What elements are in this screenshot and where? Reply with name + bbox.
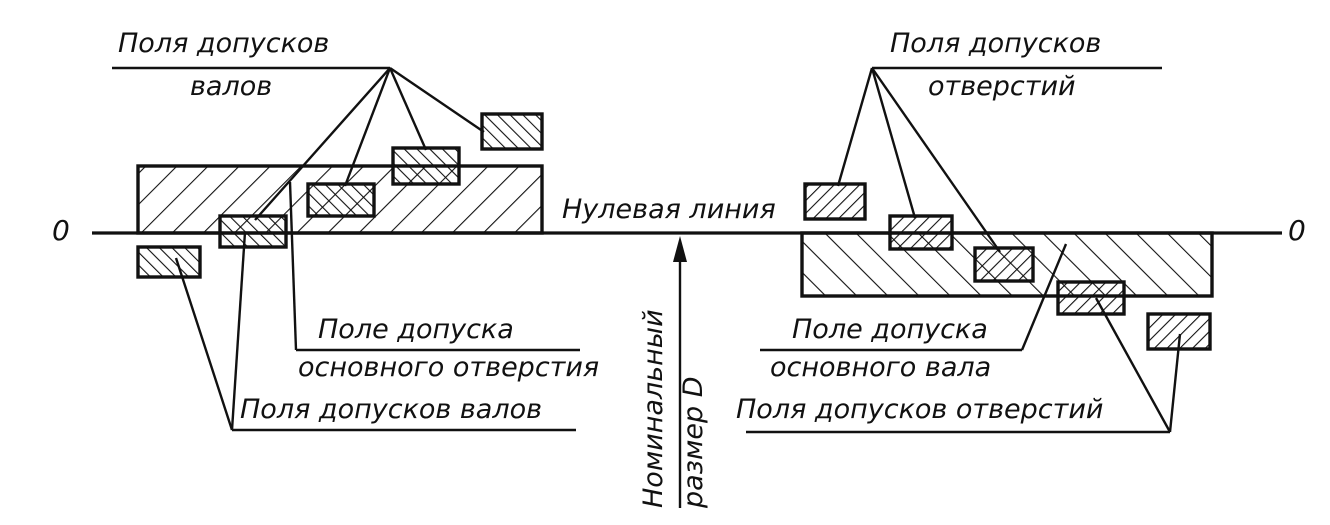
hole-field-1: [803, 182, 867, 221]
leaders-shaft-fields-top: [112, 66, 485, 221]
shaft-field-1: [136, 245, 202, 279]
leaders-shaft-fields-bottom: [174, 231, 576, 432]
nominal-size-label: Номинальный размер D: [638, 309, 709, 509]
zero-mark-right: 0: [1288, 214, 1306, 247]
label-hole-fields-top: Поля допусков отверстий: [890, 28, 1101, 102]
hole-field-2: [888, 214, 954, 251]
label-shaft-fields-top-line-2: валов: [190, 71, 272, 102]
leaders-hole-fields-bottom: [746, 297, 1182, 434]
shaft-field-3: [306, 182, 376, 218]
nominal-size-line-1: Номинальный: [638, 309, 669, 508]
label-shaft-fields-top: Поля допусков валов: [118, 28, 329, 102]
label-shaft-fields-bottom: Поля допусков валов: [240, 394, 542, 425]
label-base-shaft-field: Поле допуска основного вала: [770, 314, 991, 383]
label-hole-fields-bottom: Поля допусков отверстий: [736, 394, 1103, 425]
label-base-hole-field: Поле допуска основного отверстия: [298, 314, 599, 383]
shaft-field-2: [218, 214, 288, 249]
zero-mark-left: 0: [52, 214, 70, 247]
shaft-tolerance-fields: [136, 112, 544, 279]
hole-tolerance-fields: [803, 182, 1212, 351]
label-shaft-fields-top-line-1: Поля допусков: [118, 28, 329, 59]
label-base-hole-line-1: Поле допуска: [318, 314, 514, 345]
shaft-field-4: [391, 146, 461, 186]
leaders-hole-fields-top: [836, 66, 1162, 253]
arrow-head-icon: [673, 236, 687, 262]
leader-base-hole-field: [288, 181, 580, 352]
leader-base-shaft-field: [760, 243, 1068, 352]
shaft-field-5: [480, 112, 544, 151]
label-base-shaft-line-1: Поле допуска: [792, 314, 988, 345]
label-base-hole-line-2: основного отверстия: [298, 352, 599, 383]
label-hole-fields-top-line-2: отверстий: [928, 71, 1076, 102]
hole-field-4: [1056, 280, 1126, 316]
nominal-size-line-2: размер D: [678, 376, 709, 509]
label-hole-fields-top-line-1: Поля допусков: [890, 28, 1101, 59]
label-base-shaft-line-2: основного вала: [770, 352, 991, 383]
zero-line-label: Нулевая линия: [562, 194, 776, 225]
hole-field-3: [973, 246, 1035, 283]
